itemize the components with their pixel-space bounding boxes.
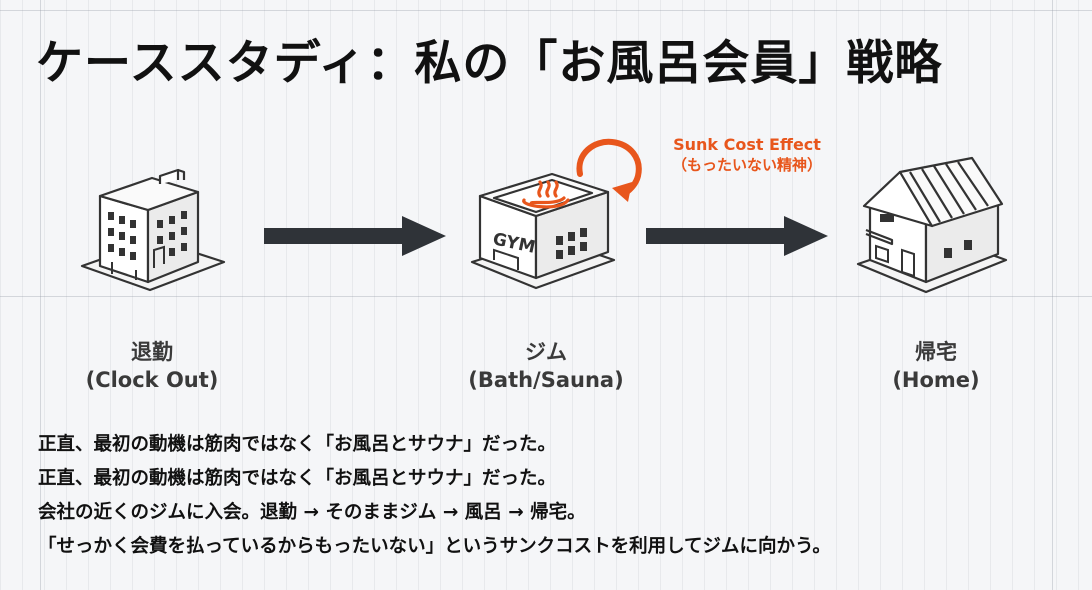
body-line: 正直、最初の動機は筋肉ではなく「お風呂とサウナ」だった。 — [38, 434, 557, 455]
flow-arrow — [264, 216, 446, 256]
gym-building-icon: GYM — [470, 172, 616, 290]
slide-title: ケーススタディ：私の「お風呂会員」戦略 — [36, 36, 943, 91]
house-icon — [856, 156, 1008, 294]
flow-step-label-en: (Home) — [892, 368, 980, 392]
body-line: 会社の近くのジムに入会。退勤 → そのままジム → 風呂 → 帰宅。 — [38, 502, 586, 523]
flow-step-home: 帰宅 (Home) — [816, 338, 1056, 394]
cycle-arrow-icon — [576, 138, 642, 202]
sunk-cost-subtitle: （もったいない精神） — [671, 156, 822, 174]
body-text: 正直、最初の動機は筋肉ではなく「お風呂とサウナ」だった。 正直、最初の動機は筋肉… — [38, 428, 831, 564]
body-line: 「せっかく会費を払っているからもったいない」というサンクコストを利用してジムに向… — [38, 536, 831, 557]
flow-step-label-en: (Clock Out) — [85, 368, 219, 392]
flow-arrow — [646, 216, 828, 256]
flow-step-label-jp: 帰宅 — [915, 340, 957, 364]
sunk-cost-title: Sunk Cost Effect — [673, 135, 821, 154]
flow-step-label-jp: 退勤 — [131, 340, 173, 364]
flow-step-clockout: 退勤 (Clock Out) — [32, 338, 272, 394]
office-building-icon — [80, 168, 226, 292]
body-line: 正直、最初の動機は筋肉ではなく「お風呂とサウナ」だった。 — [38, 468, 557, 489]
sunk-cost-annotation: Sunk Cost Effect （もったいない精神） — [652, 134, 842, 176]
flow-step-label-en: (Bath/Sauna) — [468, 368, 624, 392]
guide-line-vertical — [1052, 0, 1053, 590]
flow-step-label-jp: ジム — [525, 340, 567, 364]
flow-step-gym: ジム (Bath/Sauna) — [426, 338, 666, 394]
guide-line-horizontal — [0, 10, 1092, 11]
